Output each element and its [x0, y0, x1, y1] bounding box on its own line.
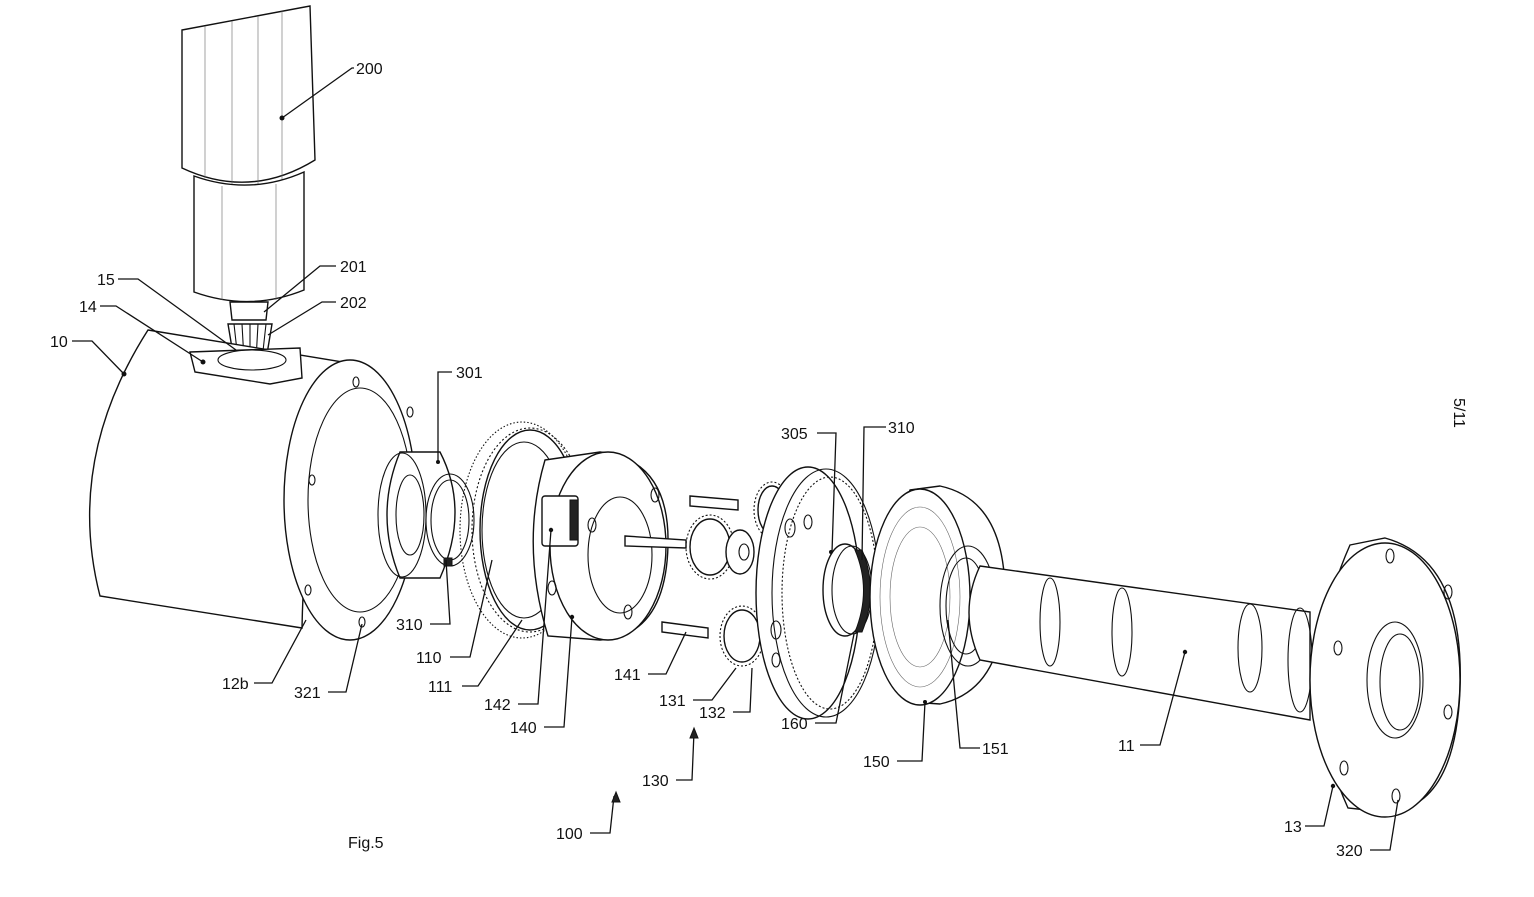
label-140: 140	[510, 720, 537, 737]
label-131: 131	[659, 693, 686, 710]
label-320: 320	[1336, 843, 1363, 860]
label-100: 100	[556, 826, 583, 843]
label-11: 11	[1118, 738, 1135, 755]
label-15: 15	[97, 272, 115, 289]
assembly-arrows	[611, 726, 699, 803]
sheet-number: 5/11	[1450, 398, 1467, 428]
label-132: 132	[699, 705, 726, 722]
label-150: 150	[863, 754, 890, 771]
label-321: 321	[294, 685, 321, 702]
label-305: 305	[781, 426, 808, 443]
label-310-left: 310	[396, 617, 423, 634]
label-160: 160	[781, 716, 808, 733]
leader-lines	[72, 67, 1399, 851]
bearing-sleeve	[377, 451, 456, 579]
label-151: 151	[982, 741, 1009, 758]
output-shaft	[968, 565, 1313, 721]
label-201: 201	[340, 259, 367, 276]
label-142: 142	[484, 697, 511, 714]
label-13: 13	[1284, 819, 1302, 836]
label-202: 202	[340, 295, 367, 312]
label-301: 301	[456, 365, 483, 382]
figure-caption: Fig.5	[348, 835, 384, 852]
label-310-right: 310	[888, 420, 915, 437]
planet-pins	[661, 495, 739, 639]
reference-labels: 200 201 202 15 14 10 301 305 310 310 110…	[50, 61, 1363, 860]
label-130: 130	[642, 773, 669, 790]
label-200: 200	[356, 61, 383, 78]
label-141: 141	[614, 667, 641, 684]
label-10: 10	[50, 334, 68, 351]
ring-gear	[755, 466, 881, 720]
output-flange	[1309, 537, 1461, 818]
label-111: 111	[428, 679, 452, 696]
housing-body	[88, 329, 417, 641]
retaining-ring-right	[822, 543, 873, 637]
label-110: 110	[416, 650, 442, 667]
carrier-housing	[532, 451, 687, 641]
retaining-ring-left	[425, 473, 475, 567]
label-12b: 12b	[222, 676, 249, 693]
motor-housing	[181, 5, 316, 321]
label-14: 14	[79, 299, 97, 316]
